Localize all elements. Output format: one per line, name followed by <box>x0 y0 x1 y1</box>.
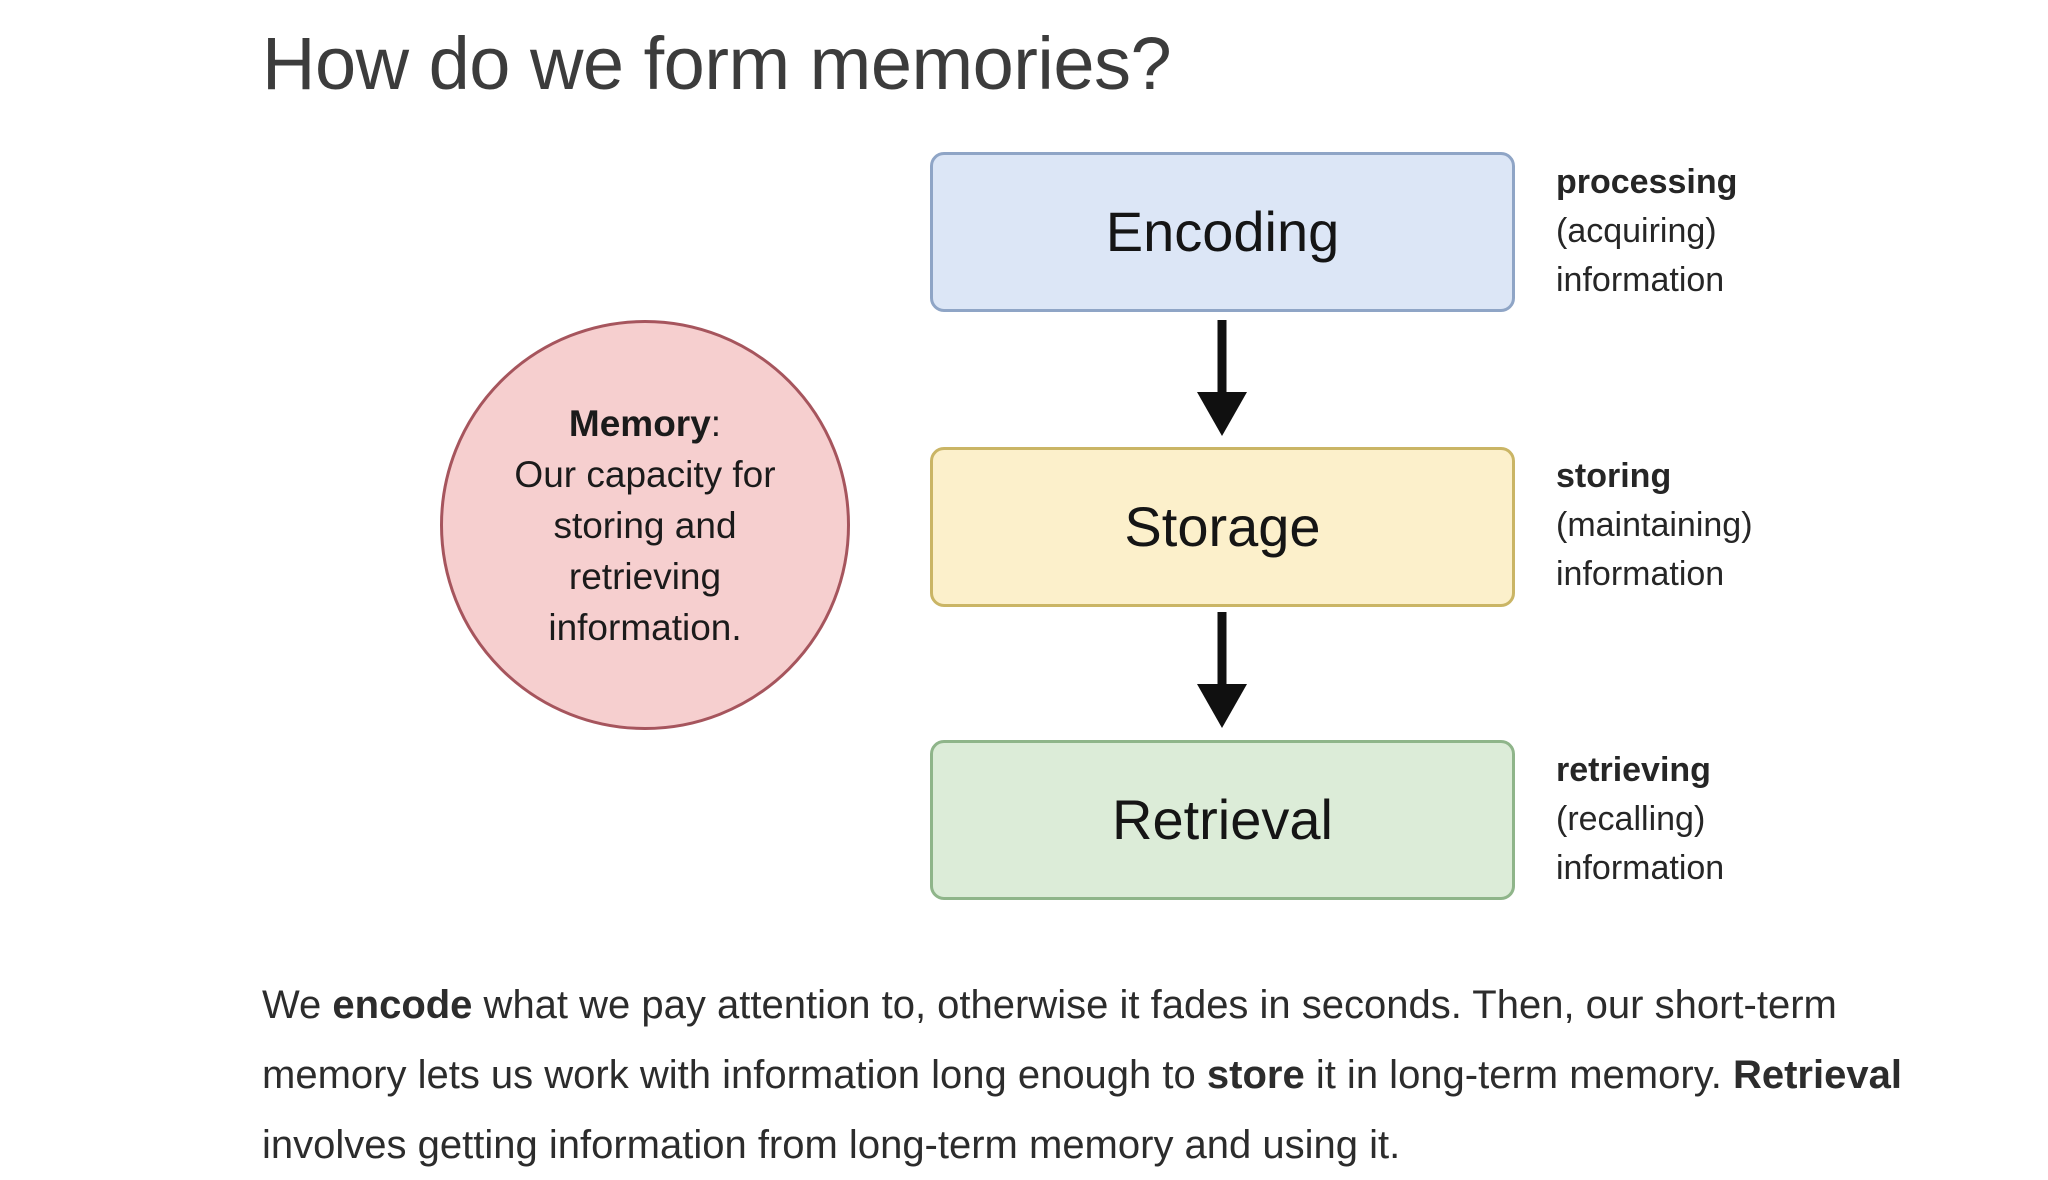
summary-paragraph: We encode what we pay attention to, othe… <box>262 970 1952 1180</box>
memory-term: Memory <box>568 402 711 444</box>
annotation-storage-tail: information <box>1556 555 1725 593</box>
annotation-encoding-sub: (acquiring) <box>1556 212 1717 250</box>
summary-segment-1: encode <box>332 983 473 1027</box>
summary-segment-6: involves getting information from long-t… <box>262 1123 1401 1167</box>
page-title: How do we form memories? <box>262 22 1172 105</box>
memory-definition-line-1: Our capacity for <box>514 453 776 495</box>
arrow-down-icon-encoding-to-storage <box>1197 320 1247 436</box>
flow-box-encoding: Encoding <box>930 152 1515 312</box>
memory-term-colon: : <box>710 402 722 444</box>
annotation-storage-sub: (maintaining) <box>1556 506 1753 544</box>
annotation-retrieval-tail: information <box>1556 849 1725 887</box>
flow-box-storage-label: Storage <box>1124 495 1321 558</box>
summary-segment-2: what we pay attention to, otherwise it f… <box>262 983 1837 1097</box>
memory-definition-line-3: retrieving <box>568 555 722 597</box>
summary-segment-3: store <box>1206 1053 1305 1097</box>
annotation-retrieval-sub: (recalling) <box>1556 800 1706 838</box>
arrow-down-icon-storage-to-retrieval <box>1197 612 1247 728</box>
annotation-encoding-head: processing <box>1556 163 1738 201</box>
memory-definition-line-2: storing and <box>553 504 737 546</box>
memory-definition-line-4: information. <box>548 606 742 648</box>
flow-box-retrieval-label: Retrieval <box>1112 788 1333 851</box>
memory-definition-circle: Memory: Our capacity for storing and ret… <box>440 320 850 730</box>
memory-definition-text: Memory: Our capacity for storing and ret… <box>480 398 810 653</box>
flow-box-storage: Storage <box>930 447 1515 607</box>
flow-box-retrieval: Retrieval <box>930 740 1515 900</box>
slide-canvas: How do we form memories? Memory: Our cap… <box>262 22 1976 1167</box>
annotation-retrieval-head: retrieving <box>1556 751 1711 789</box>
annotation-encoding: processing (acquiring) information <box>1556 158 1976 305</box>
annotation-retrieval: retrieving (recalling) information <box>1556 746 1976 893</box>
summary-segment-5: Retrieval <box>1732 1053 1902 1097</box>
annotation-encoding-tail: information <box>1556 261 1725 299</box>
summary-segment-4: it in long-term memory. <box>1304 1053 1733 1097</box>
annotation-storage-head: storing <box>1556 457 1672 495</box>
annotation-storage: storing (maintaining) information <box>1556 452 1976 599</box>
summary-segment-0: We <box>262 983 333 1027</box>
flow-box-encoding-label: Encoding <box>1105 200 1340 263</box>
